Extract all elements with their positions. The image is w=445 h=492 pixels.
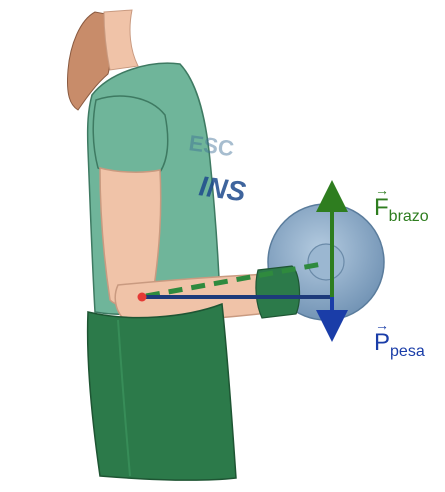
force-symbol: F — [374, 194, 389, 221]
elbow-pivot — [138, 293, 147, 302]
sleeve — [93, 96, 168, 174]
weight-plate-hub — [308, 244, 344, 280]
weight-subscript: pesa — [390, 343, 425, 360]
vector-arrow-icon: → — [375, 183, 389, 197]
shorts — [88, 304, 236, 480]
vector-arrow-icon: → — [375, 318, 389, 332]
shirt-print-line2: INS — [197, 170, 248, 207]
force-vector-label: →Fbrazo — [374, 196, 429, 225]
force-subscript: brazo — [389, 208, 429, 225]
weight-vector-label: →Ppesa — [374, 331, 425, 360]
neck — [104, 10, 138, 70]
weight-symbol: P — [374, 329, 390, 356]
